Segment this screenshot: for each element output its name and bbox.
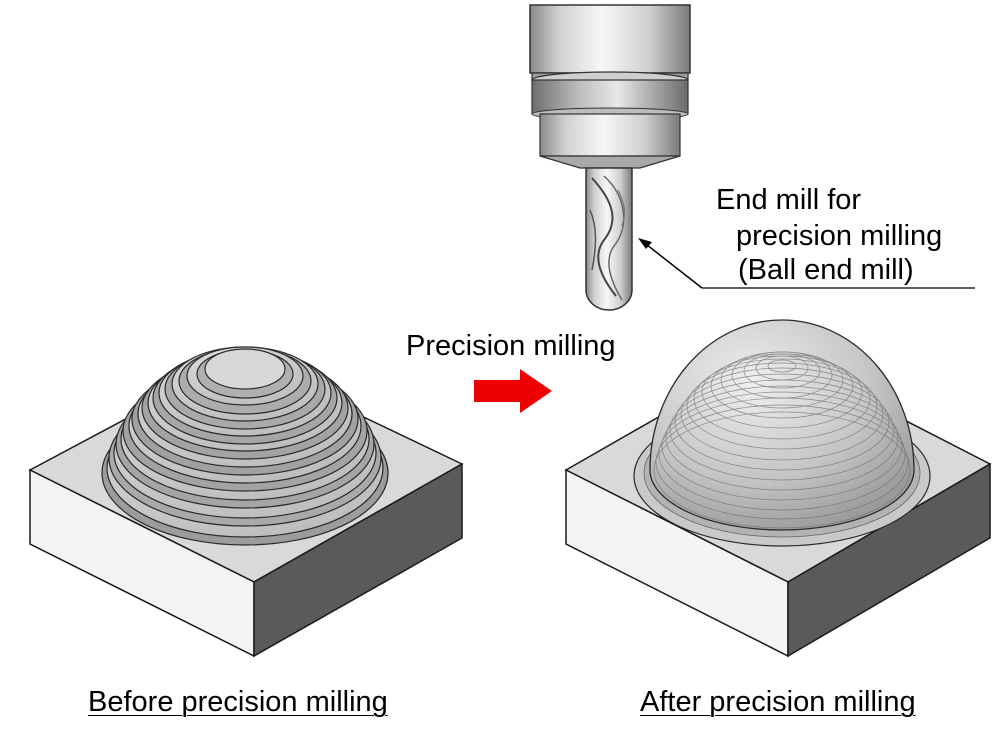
after-caption: After precision milling bbox=[640, 686, 916, 718]
workpiece-after bbox=[564, 319, 992, 658]
before-caption: Before precision milling bbox=[88, 686, 388, 718]
process-label: Precision milling bbox=[406, 330, 616, 362]
tool-label-line1: End mill for bbox=[716, 184, 862, 216]
right-arrow-icon bbox=[474, 369, 552, 413]
ball-end-mill-icon bbox=[529, 4, 691, 311]
workpiece-before bbox=[28, 346, 464, 658]
tool-label-line3: (Ball end mill) bbox=[738, 254, 914, 286]
tool-leader-line bbox=[638, 238, 975, 289]
tool-label-line2: precision milling bbox=[736, 220, 943, 252]
